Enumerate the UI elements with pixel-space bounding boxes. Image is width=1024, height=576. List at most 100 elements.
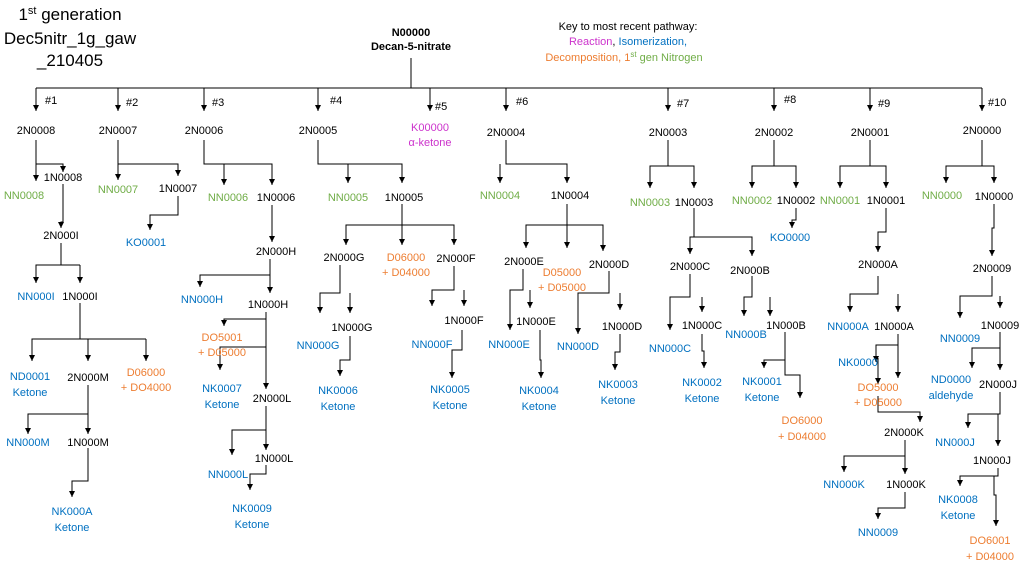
node-NN000D: NN000D [557, 341, 599, 353]
node-2N000K: 2N000K [884, 427, 924, 439]
connector-line [873, 334, 899, 362]
node-NK0007-ketone: Ketone [205, 399, 240, 411]
key-nitrogen: gen Nitrogen [637, 52, 703, 64]
connector-line [957, 468, 999, 486]
node-NN0007: NN0007 [98, 184, 138, 196]
connector-line [701, 334, 707, 368]
connector-line [203, 140, 275, 185]
connector-line [337, 336, 351, 376]
connector-line [667, 274, 691, 330]
connector-line [35, 140, 66, 172]
root-name: Decan-5-nitrate [371, 41, 451, 53]
node-1N000M: 1N000M [67, 437, 109, 449]
connector-line [575, 271, 610, 334]
key-heading: Key to most recent pathway: [559, 21, 698, 33]
connector-line [741, 276, 753, 316]
node-1N000H: 1N000H [248, 299, 288, 311]
node-NK0006: NK0006 [318, 385, 358, 397]
branch-7: #7 [677, 98, 689, 110]
node-1N000J: 1N000J [973, 455, 1011, 467]
connector-line [612, 334, 621, 370]
connector-line [875, 492, 906, 519]
connector-line [647, 165, 668, 188]
node-NN0003: NN0003 [630, 197, 670, 209]
connector-line [847, 276, 879, 312]
node-NK0006-ketone: Ketone [321, 401, 356, 413]
connector-line [117, 140, 181, 176]
node-ND0000-aldehyde: aldehyde [929, 390, 974, 402]
connector-line [789, 208, 797, 228]
node-NN0009-b10: NN0009 [940, 333, 980, 345]
node-D06000-b1: D06000 [127, 367, 166, 379]
connector-line [197, 259, 271, 287]
node-NK0003: NK0003 [598, 379, 638, 391]
node-NN000B: NN000B [725, 329, 767, 341]
node-1N0003: 1N0003 [675, 197, 714, 209]
node-NN000C: NN000C [649, 343, 691, 355]
connector-line [29, 303, 81, 361]
node-NK0001-ketone: Ketone [745, 392, 780, 404]
node-1N000B: 1N000B [766, 320, 806, 332]
node-NK0003-ketone: Ketone [601, 395, 636, 407]
connector-line [773, 140, 799, 188]
branch-numbers: #1 #2 #3 #4 #5 #6 #7 #8 #9 #10 [45, 94, 1006, 113]
node-1N0005: 1N0005 [385, 192, 424, 204]
node-1N0001: 1N0001 [867, 195, 906, 207]
text-fragment: , [612, 36, 618, 48]
text-fragment: 1st generation [18, 5, 121, 24]
connector-line [784, 340, 803, 398]
node-1N000K: 1N000K [886, 479, 926, 491]
key-reaction: Reaction [569, 36, 612, 48]
node-2N000L: 2N000L [253, 393, 292, 405]
node-2N000G: 2N000G [324, 252, 365, 264]
node-1N000C: 1N000C [682, 320, 722, 332]
node-NN0002: NN0002 [732, 195, 772, 207]
node-1N000A: 1N000A [874, 321, 914, 333]
node-NN0008: NN0008 [4, 190, 44, 202]
connector-line [147, 196, 179, 230]
node-NN000F: NN000F [412, 339, 453, 351]
node-NN000G: NN000G [297, 340, 340, 352]
node-NK0002-ketone: Ketone [685, 393, 720, 405]
node-2N000I: 2N000I [43, 230, 78, 242]
node-NN000J: NN000J [935, 437, 975, 449]
node-1N000G: 1N000G [332, 322, 373, 334]
node-2N000C: 2N000C [670, 261, 710, 273]
node-D05000-b3: + D05000 [198, 347, 246, 359]
node-ND0000: ND0000 [931, 374, 971, 386]
node-NN0005: NN0005 [328, 192, 368, 204]
node-NN000L: NN000L [208, 469, 248, 481]
node-NN000A: NN000A [827, 321, 869, 333]
connector-line [993, 476, 999, 526]
node-2N0005: 2N0005 [299, 125, 338, 137]
node-NN0001: NN0001 [820, 195, 860, 207]
connector-line [505, 140, 570, 183]
node-D04000-b7: + D04000 [778, 431, 826, 443]
connector-line [523, 204, 568, 248]
node-1N000D: 1N000D [602, 321, 642, 333]
connector-line [538, 330, 544, 378]
branch-4: #4 [330, 95, 342, 107]
connector-line [969, 332, 1001, 368]
node-ND0001: ND0001 [10, 371, 50, 383]
connector-line [429, 266, 455, 306]
node-DO5001: DO5001 [202, 332, 243, 344]
node-ND0001-ketone: Ketone [13, 387, 48, 399]
node-NK0009: NK0009 [232, 503, 272, 515]
key-sup: st [630, 50, 637, 59]
node-NK0008: NK0008 [938, 494, 978, 506]
node-1N0006: 1N0006 [257, 192, 296, 204]
node-2N0008: 2N0008 [17, 125, 56, 137]
node-DO6001: DO6001 [970, 535, 1011, 547]
branch-6: #6 [516, 96, 528, 108]
node-alpha-ketone: α-ketone [408, 137, 451, 149]
node-NK0004-ketone: Ketone [522, 401, 557, 413]
node-2N0002: 2N0002 [755, 127, 794, 139]
node-DO4000-b1: + DO4000 [121, 382, 171, 394]
connector-line [761, 332, 786, 368]
node-NK000A: NK000A [52, 506, 94, 518]
connector-line [343, 204, 403, 245]
connector-line [965, 392, 1001, 428]
node-D05000b-b6: + D05000 [538, 282, 586, 294]
